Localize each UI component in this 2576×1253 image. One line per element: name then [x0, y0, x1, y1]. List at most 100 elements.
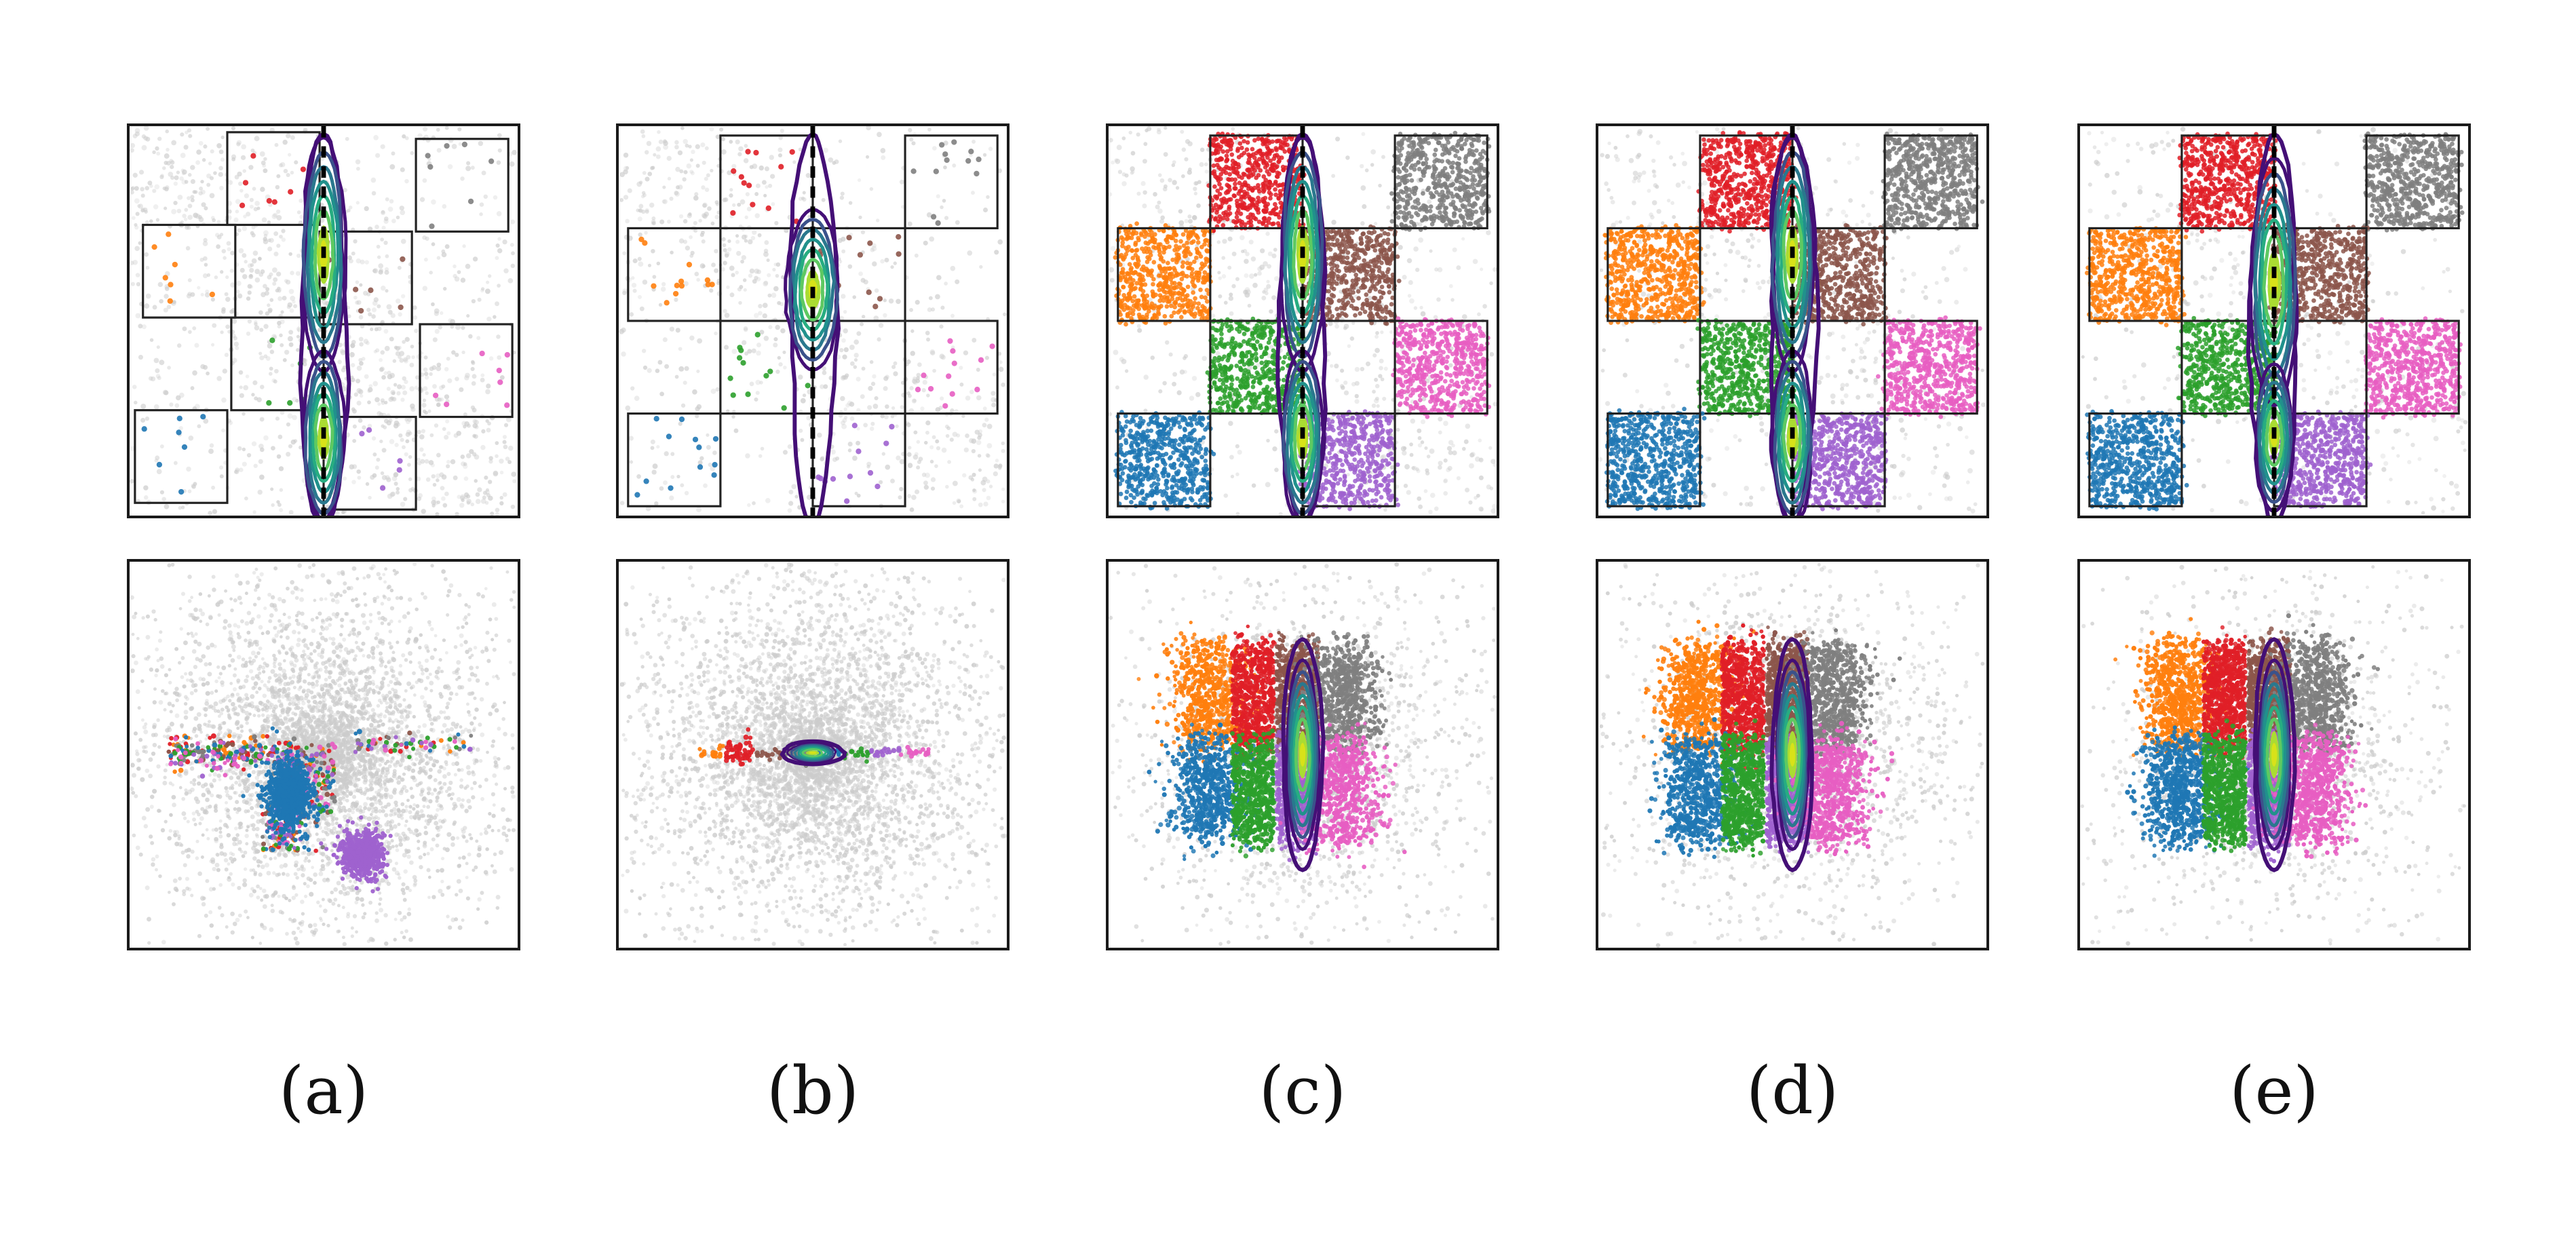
- class-cell-points: [1113, 410, 1216, 511]
- class-cell-outline: [904, 134, 999, 229]
- class-cell-points: [151, 231, 216, 304]
- class-cell-outline: [230, 316, 325, 412]
- contour-level-4: [797, 746, 830, 760]
- contour-level-6: [313, 209, 335, 301]
- kde-contour: [2252, 637, 2297, 872]
- contour-level-6: [2265, 408, 2284, 467]
- contour-level-5: [311, 392, 337, 483]
- bottom-plot-b: [619, 562, 1007, 946]
- top-panel-d: [1596, 123, 1989, 518]
- top-panel-c: [1106, 123, 1499, 518]
- top-plot-b: [619, 126, 1007, 516]
- class-cell-outline: [1791, 412, 1886, 507]
- contour-level-1: [302, 349, 347, 516]
- class-cell-outline: [719, 134, 814, 229]
- contour-level-6: [799, 258, 825, 322]
- class-cell-outline: [904, 320, 999, 415]
- top-plot-a: [130, 126, 518, 516]
- class-cell-outline: [2365, 134, 2460, 229]
- caption-b: (b): [616, 1058, 1010, 1123]
- class-cell-points: [2085, 408, 2189, 512]
- caption-c: (c): [1106, 1058, 1499, 1123]
- class-cells: [627, 134, 999, 507]
- contour-level-6: [1292, 209, 1314, 301]
- background-points: [1598, 126, 1986, 514]
- contour-level-3: [1288, 682, 1317, 828]
- class-cell-points: [425, 141, 495, 229]
- contour-level-5: [1782, 706, 1803, 804]
- top-plot-d: [1598, 126, 1986, 516]
- class-cell-outline: [1393, 134, 1488, 229]
- contour-level-5: [2260, 218, 2289, 346]
- contour-level-1: [1775, 658, 1811, 851]
- class-cell-points: [432, 350, 510, 408]
- figure-column: (a): [127, 0, 613, 1253]
- class-cell-points: [638, 236, 715, 306]
- contour-level-4: [2262, 693, 2287, 816]
- contour-level-2: [2256, 371, 2293, 504]
- contour-level-3: [1775, 370, 1811, 505]
- class-cell-outline: [2180, 134, 2275, 229]
- class-cell-outline: [134, 409, 229, 504]
- class-cell-outline: [627, 227, 722, 322]
- contour-level-3: [1283, 165, 1321, 345]
- class-cell-outline: [1301, 412, 1396, 507]
- class-cell-outline: [415, 138, 510, 233]
- figure-column: (e): [2077, 0, 2563, 1253]
- class-cell-points: [2084, 225, 2189, 328]
- contour-level-3: [307, 370, 341, 505]
- class-cell-points: [730, 149, 800, 225]
- class-cell-outline: [811, 412, 906, 507]
- caption-d: (d): [1596, 1058, 1989, 1123]
- class-cell-points: [1881, 131, 1985, 233]
- contour-level-3: [1775, 165, 1812, 345]
- class-cell-outline: [322, 415, 417, 511]
- bottom-panel-d: [1596, 559, 1989, 950]
- contour-level-6: [1294, 717, 1311, 792]
- class-cell-outline: [2365, 320, 2460, 415]
- class-cell-points: [915, 338, 995, 409]
- class-cell-points: [1695, 317, 1797, 419]
- bottom-panel-e: [2077, 559, 2471, 950]
- contour-level-1: [1281, 637, 1326, 872]
- contour-level-6: [1784, 717, 1801, 792]
- class-cell-outline: [419, 323, 514, 419]
- figure-column: (d): [1596, 0, 2081, 1253]
- class-cell-outline: [1607, 227, 1702, 322]
- halo-points: [619, 562, 1007, 946]
- contour-level-4: [2261, 389, 2289, 486]
- class-cell-outline: [627, 412, 722, 507]
- contour-level-5: [1292, 706, 1313, 804]
- class-cell-points: [141, 414, 206, 495]
- figure-column: (c): [1106, 0, 1592, 1253]
- class-cell-outline: [2273, 412, 2368, 507]
- contour-level-8: [1789, 743, 1796, 767]
- contour-level-8: [1299, 743, 1306, 767]
- class-cell-points: [1391, 316, 1492, 419]
- class-cell-outline: [1883, 134, 1978, 229]
- class-cell-points: [815, 423, 895, 504]
- top-panel-b: [616, 123, 1010, 518]
- contour-level-1: [1282, 349, 1326, 516]
- class-cell-outline: [2088, 227, 2183, 322]
- contour-level-8: [2271, 743, 2277, 767]
- class-cell-points: [727, 332, 811, 411]
- class-cell-points: [634, 416, 719, 498]
- contour-level-5: [799, 747, 827, 759]
- contour-level-1: [1769, 349, 1813, 516]
- class-cell-points: [1113, 221, 1213, 327]
- kde-contour: [780, 739, 847, 767]
- contour-level-1: [2256, 658, 2292, 851]
- bottom-panel-c: [1106, 559, 1499, 950]
- contour-level-2: [1776, 670, 1808, 840]
- cluster-points: [166, 726, 474, 893]
- top-plot-e: [2081, 126, 2468, 516]
- contour-level-4: [793, 237, 831, 342]
- class-cell-outline: [1117, 412, 1212, 507]
- contour-level-3: [1777, 682, 1806, 828]
- class-cell-outline: [1117, 227, 1212, 322]
- figure-column: (b): [616, 0, 1102, 1253]
- kde-contour: [1769, 637, 1814, 872]
- contour-level-8: [809, 751, 817, 754]
